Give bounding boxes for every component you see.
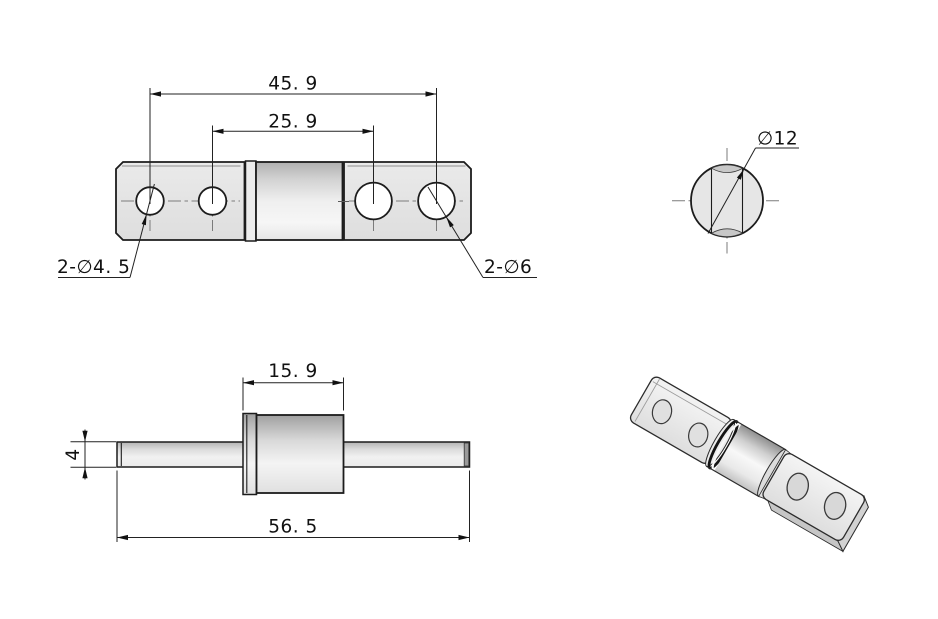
dim-text-15-9: 15. 9	[268, 361, 318, 382]
dimension-45-9: 45. 9	[149, 74, 437, 204]
label-small-holes: 2-∅4. 5	[57, 257, 130, 278]
dim-text-45-9: 45. 9	[268, 74, 318, 95]
callout-small-holes: 2-∅4. 5	[57, 183, 155, 278]
front-ring-band	[244, 160, 257, 242]
iso-hole-small-1	[651, 399, 673, 425]
iso-hole-large-2	[823, 491, 847, 520]
dimension-15-9: 15. 9	[242, 361, 344, 411]
iso-hole-small-2	[688, 422, 709, 448]
front-view: 45. 9 25. 9 2-∅4. 5 2-∅6	[57, 74, 537, 278]
iso-plate1-thickness	[651, 374, 734, 426]
dimension-25-9: 25. 9	[212, 112, 374, 204]
profile-shaft-right-end-face	[463, 442, 470, 467]
profile-view: 15. 9 56. 5 4	[63, 361, 471, 542]
end-view: ∅12	[672, 129, 799, 254]
iso-plate1-thickness-edge	[634, 378, 729, 426]
dim-text-56-5: 56. 5	[268, 517, 318, 538]
front-cylinder	[255, 161, 344, 241]
isometric-view	[629, 374, 869, 553]
dim-text-25-9: 25. 9	[268, 112, 318, 133]
callout-large-holes: 2-∅6	[427, 186, 537, 278]
iso-hole-large-1	[786, 472, 810, 501]
iso-plate2-face	[762, 453, 865, 541]
callout-diameter-12: ∅12	[707, 129, 799, 234]
iso-cylinder-outline	[706, 419, 786, 497]
dim-text-4: 4	[63, 448, 84, 460]
profile-boss-cylinder	[255, 414, 345, 494]
label-large-holes: 2-∅6	[484, 257, 532, 278]
dimension-4: 4	[63, 429, 116, 480]
profile-ring-flange	[242, 412, 258, 496]
end-view-cylinder-circle	[690, 163, 764, 238]
dimension-56-5: 56. 5	[116, 470, 470, 542]
label-diameter-12: ∅12	[757, 129, 798, 150]
